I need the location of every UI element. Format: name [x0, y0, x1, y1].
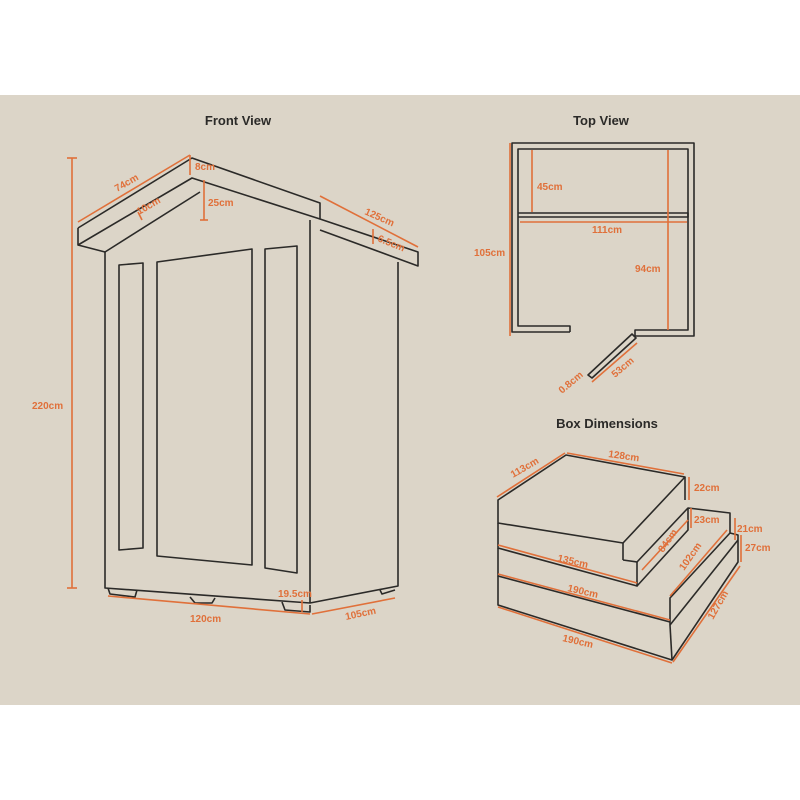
box-dimension-lines	[496, 452, 742, 664]
front-view-title: Front View	[205, 113, 272, 128]
front-label: 94cm	[635, 264, 661, 275]
top-view-title: Top View	[573, 113, 630, 128]
inner-width-label: 111cm	[592, 225, 622, 236]
box1-width-label: 128cm	[608, 449, 640, 464]
box-dimensions-title: Box Dimensions	[556, 416, 658, 431]
base-label: 19.5cm	[278, 589, 312, 600]
box3-height-label: 21cm	[737, 524, 763, 535]
height-label: 220cm	[32, 401, 63, 412]
box4-height-label: 27cm	[745, 543, 771, 554]
boxes-drawing	[497, 454, 739, 661]
width-label: 120cm	[190, 614, 221, 625]
box2-height-label: 23cm	[694, 515, 720, 526]
box1-height-label: 22cm	[694, 483, 720, 494]
top-depth-label: 105cm	[474, 248, 505, 259]
shed-drawing	[77, 157, 419, 613]
background-panel	[0, 95, 800, 705]
ridge-label: 8cm	[195, 162, 215, 173]
top-dimension-lines	[509, 143, 687, 383]
gable-label: 25cm	[208, 198, 234, 209]
floor-plan	[511, 142, 695, 379]
top-view: Top View 105cm 45cm 111cm 94cm 0.8cm 53c…	[474, 113, 695, 396]
front-dimension-lines	[67, 154, 419, 615]
back-label: 45cm	[537, 182, 563, 193]
